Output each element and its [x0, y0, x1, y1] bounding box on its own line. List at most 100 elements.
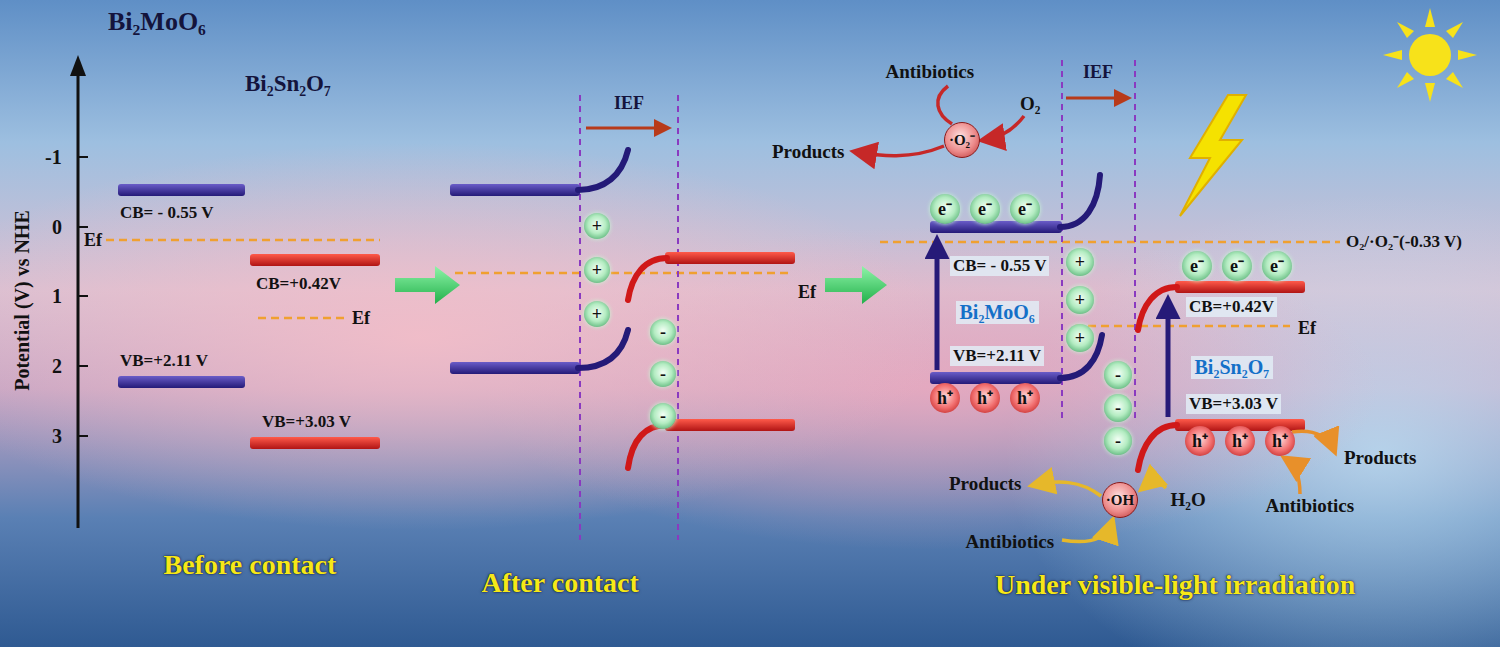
- interface-boundary: [579, 95, 581, 540]
- band-bending: [578, 330, 628, 368]
- band-bars-after: [1175, 281, 1305, 293]
- potential-axis: [70, 55, 88, 528]
- charge-symbol: +: [592, 261, 602, 279]
- charge-symbol: -: [660, 323, 666, 341]
- band-bars-after: [930, 372, 1062, 384]
- charge-circle: +: [1066, 248, 1094, 276]
- potential-axis: [78, 295, 88, 297]
- charge-symbol: -: [1115, 366, 1121, 384]
- band-bending: [1138, 287, 1177, 330]
- charge-circle: e⁻: [930, 194, 960, 224]
- band-potential: CB=+0.42V: [256, 274, 341, 294]
- hole-circle: h⁺: [1225, 426, 1255, 456]
- species-label: H₂O: [1171, 489, 1206, 511]
- sun-symbol: [1383, 8, 1477, 102]
- band-potential: CB=+0.42V: [1186, 297, 1277, 317]
- band-bending: [1060, 175, 1100, 227]
- stage-caption: Before contact: [164, 549, 337, 581]
- band-bending: [628, 258, 667, 300]
- charge-symbol: h⁺: [1272, 432, 1288, 450]
- stage-caption: Under visible-light irradiation: [995, 569, 1355, 601]
- species-label: Products: [949, 473, 1021, 495]
- reaction-arrow: [1062, 522, 1112, 542]
- tick-label: -1: [45, 146, 62, 169]
- charge-circle: +: [1066, 286, 1094, 314]
- charge-symbol: h⁺: [1192, 432, 1208, 450]
- sun-symbol: [1458, 50, 1477, 60]
- lightning-symbol: [1180, 95, 1246, 216]
- charge-symbol: e⁻: [978, 200, 992, 218]
- sun-symbol: [1425, 83, 1435, 102]
- band-bending: [578, 150, 628, 190]
- charge-circle: -: [1104, 427, 1132, 455]
- band-bending: [1138, 425, 1177, 470]
- charge-circle: +: [584, 301, 610, 327]
- fermi-level-line: [258, 317, 346, 320]
- species-label: O₂: [1020, 93, 1040, 115]
- electric-field-arrow: [586, 98, 1126, 128]
- charge-circle: e⁻: [1010, 194, 1040, 224]
- potential-axis: [78, 365, 88, 367]
- charge-symbol: +: [592, 217, 602, 235]
- charge-symbol: -: [660, 365, 666, 383]
- charge-symbol: e⁻: [1018, 200, 1032, 218]
- band-potential: VB=+2.11 V: [120, 351, 208, 371]
- tick-label: 1: [52, 285, 62, 308]
- band-bars-before: [118, 184, 380, 449]
- band-bars-after: [450, 184, 580, 196]
- charge-symbol: h⁺: [1017, 389, 1033, 407]
- charge-circle: +: [584, 257, 610, 283]
- hole-circle: h⁺: [970, 383, 1000, 413]
- reaction-arrow: [1143, 483, 1166, 488]
- excitation-arrow: [935, 244, 940, 370]
- fermi-level-label: Ef: [1298, 318, 1316, 339]
- reaction-arrow: [856, 146, 944, 156]
- charge-symbol: e⁻: [1230, 257, 1244, 275]
- fermi-level-label: Ef: [798, 282, 816, 303]
- material-name: Bi₂MoO₆: [108, 7, 206, 37]
- lightning-symbol: [1180, 95, 1246, 216]
- species-label: Antibiotics: [1266, 495, 1355, 517]
- charge-circle: -: [650, 403, 676, 429]
- hole-circle: h⁺: [1010, 383, 1040, 413]
- tick-label: 3: [52, 425, 62, 448]
- potential-axis: [78, 156, 88, 158]
- band-bars-after: [665, 419, 795, 431]
- radical-circle: ·O₂⁻: [944, 122, 980, 158]
- reaction-arrow: [856, 86, 1334, 542]
- fermi-level-line: [106, 240, 1290, 326]
- band-potential: CB= - 0.55 V: [120, 203, 213, 223]
- hole-circle: h⁺: [1185, 426, 1215, 456]
- field-label: IEF: [614, 93, 644, 114]
- hole-circle: h⁺: [1265, 426, 1295, 456]
- band-bars-before: [250, 437, 380, 449]
- sun-symbol: [1409, 34, 1451, 76]
- fermi-level-label: Ef: [84, 230, 102, 251]
- charge-circle: +: [1066, 324, 1094, 352]
- charge-circle: e⁻: [970, 194, 1000, 224]
- axis-title: Potential (V) vs NHE: [10, 210, 33, 391]
- fermi-level-label: Ef: [352, 308, 370, 329]
- electric-field-arrow: [1066, 97, 1126, 100]
- reaction-arrow: [984, 116, 1024, 140]
- charge-symbol: +: [1075, 329, 1085, 347]
- band-potential: VB=+2.11 V: [950, 346, 1044, 366]
- electric-field-arrow: [586, 127, 666, 130]
- radical-circle: ·OH: [1102, 482, 1138, 518]
- charge-circle: +: [584, 213, 610, 239]
- sun-symbol: [1446, 22, 1463, 38]
- process-arrow: [395, 266, 460, 304]
- fermi-level-line: [1075, 325, 1290, 328]
- band-bending: [628, 425, 667, 468]
- hole-circle: h⁺: [930, 383, 960, 413]
- band-bars-after: [450, 362, 580, 374]
- process-arrow: [825, 266, 887, 304]
- charge-symbol: +: [592, 305, 602, 323]
- charge-symbol: -: [660, 407, 666, 425]
- band-potential: VB=+3.03 V: [1186, 394, 1281, 414]
- species-label: Products: [772, 141, 844, 163]
- interface-boundary: [580, 60, 1135, 540]
- band-bars-after: [665, 252, 795, 264]
